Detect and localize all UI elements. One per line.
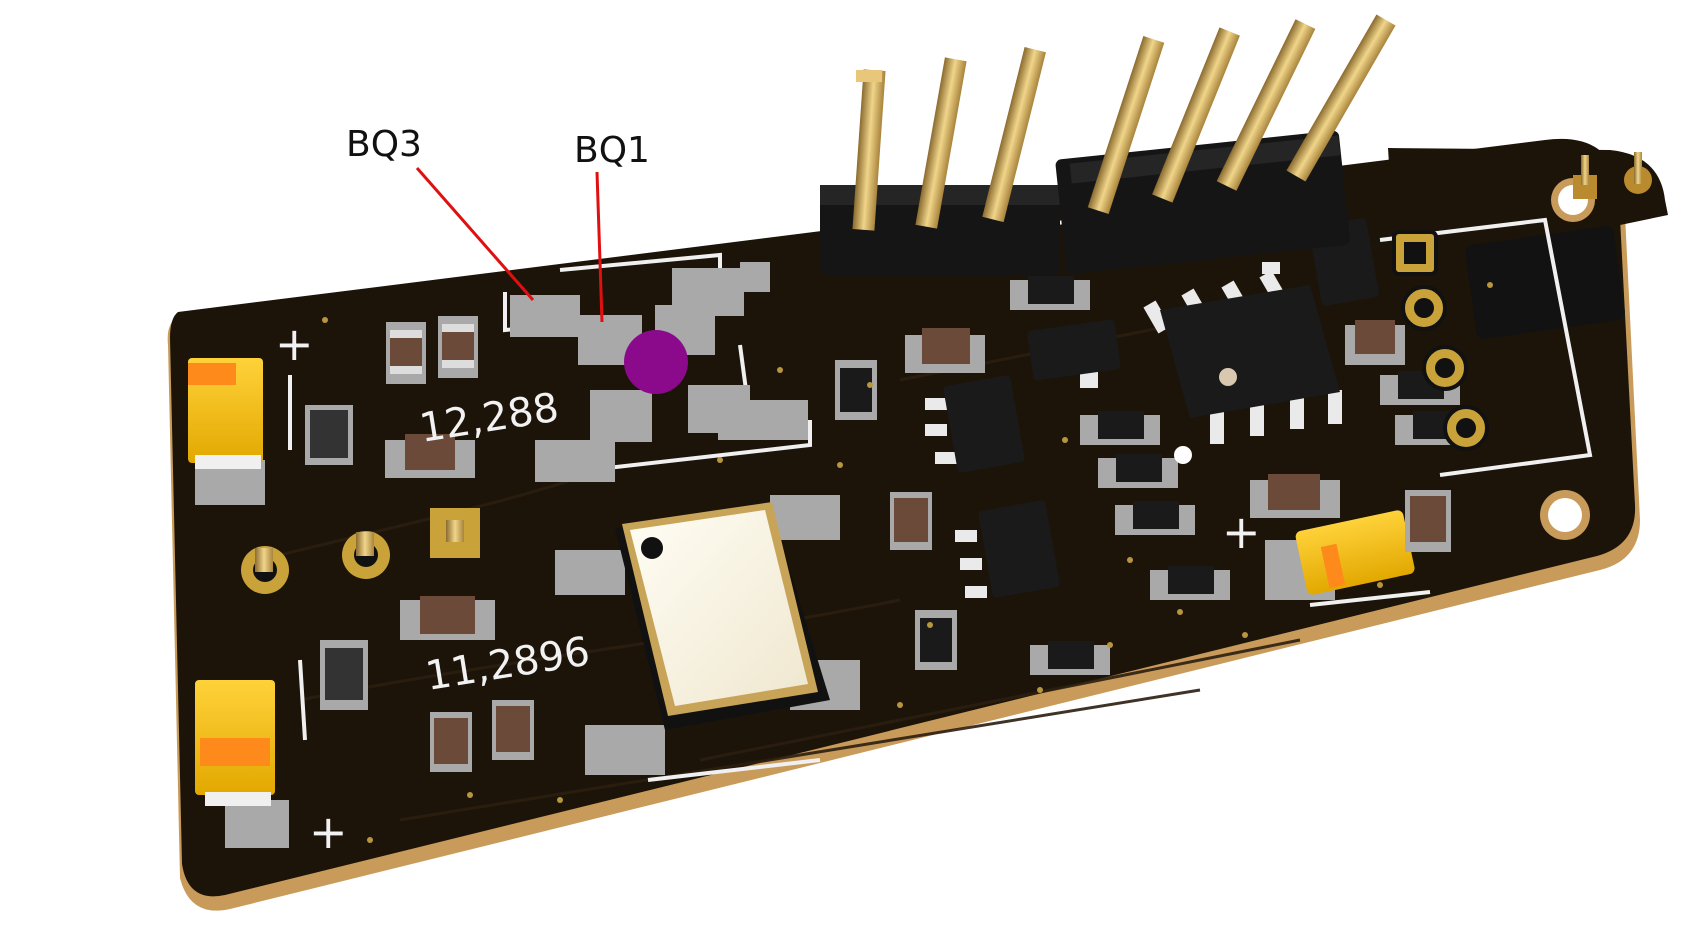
left-through-hole-pins <box>241 508 480 594</box>
dark-chips <box>305 276 1475 710</box>
silk-plus-right: + <box>1222 505 1261 559</box>
crystal-pads <box>555 495 860 775</box>
soic-ic <box>1143 270 1342 444</box>
silk-plus-top-left: + <box>275 317 314 371</box>
chip-components <box>385 316 1451 772</box>
callout-line-bq3 <box>415 167 535 301</box>
tantalum-cap-top-left <box>188 358 265 505</box>
mounting-holes <box>1540 178 1595 540</box>
tantalum-cap-right <box>1265 510 1415 600</box>
callout-label-bq3: BQ3 <box>346 124 422 165</box>
bq-footprint <box>510 262 808 482</box>
pin-header-3 <box>820 46 1060 275</box>
bq1-marker <box>624 330 688 394</box>
pin-header-4 <box>1055 14 1396 274</box>
tab-connector-body <box>1465 226 1625 339</box>
callout-line-bq1 <box>595 171 604 323</box>
tab-pins <box>1573 152 1652 199</box>
fiducial-dot <box>1174 446 1192 464</box>
crystal-oscillator <box>615 502 830 730</box>
tantalum-cap-bottom-left <box>195 680 289 848</box>
right-header-pads <box>1392 230 1489 451</box>
silk-plus-bottom-left: + <box>309 805 348 859</box>
callout-label-bq1: BQ1 <box>574 130 650 171</box>
vias <box>322 282 1493 843</box>
